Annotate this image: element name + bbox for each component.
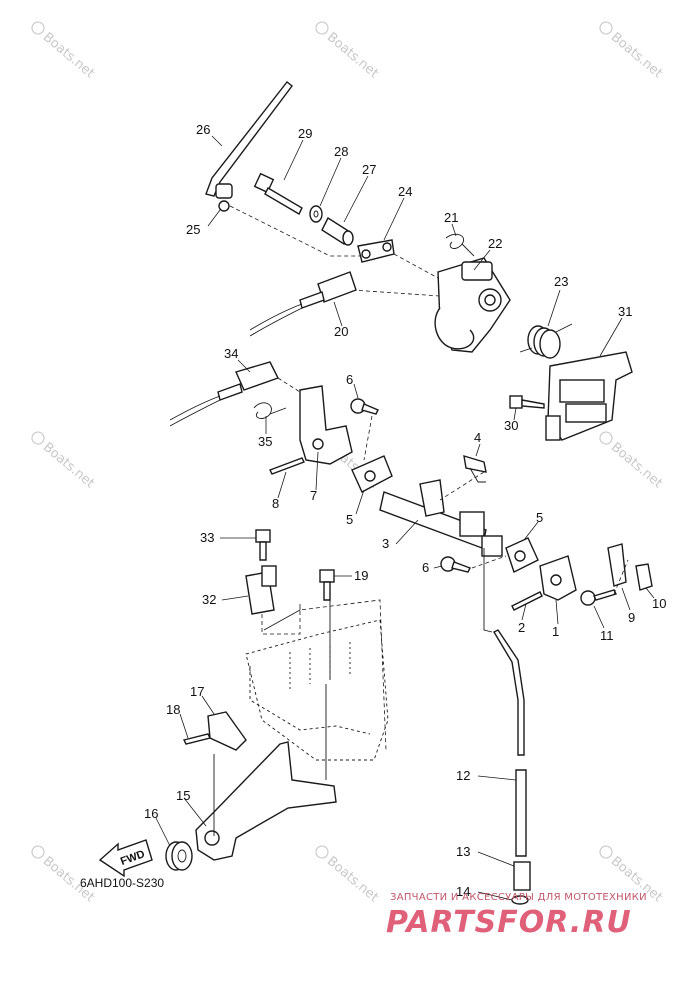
part-bolt: [350, 398, 379, 415]
part-bolt: [440, 556, 471, 573]
part-grommet: [165, 841, 193, 871]
part-clip: [253, 402, 287, 419]
part-nut-tube: [513, 861, 531, 891]
callout-13: 13: [456, 844, 470, 859]
part-shift-arm: [195, 741, 337, 861]
callout-16: 16: [144, 806, 158, 821]
part-spring: [519, 323, 573, 359]
callout-2: 2: [518, 620, 525, 635]
callout-25: 25: [186, 222, 200, 237]
watermark: Boats.net: [608, 30, 665, 81]
part-pad: [635, 563, 653, 591]
callout-10: 10: [652, 596, 666, 611]
part-bolt: [509, 395, 545, 409]
part-throttle-cam: [434, 257, 511, 353]
callout-18: 18: [166, 702, 180, 717]
callout-22: 22: [488, 236, 502, 251]
callout-6: 6: [346, 372, 353, 387]
callout-20: 20: [334, 324, 348, 339]
callout-19: 19: [354, 568, 368, 583]
callout-29: 29: [298, 126, 312, 141]
part-bracket: [545, 351, 633, 441]
part-bolt: [580, 589, 617, 606]
callout-15: 15: [176, 788, 190, 803]
callout-3: 3: [382, 536, 389, 551]
fwd-arrow-icon: FWD: [98, 839, 153, 878]
callout-30: 30: [504, 418, 518, 433]
callout-34: 34: [224, 346, 238, 361]
part-collar: [505, 537, 539, 573]
part-shift-lever: [299, 385, 353, 465]
callout-4: 4: [474, 430, 481, 445]
store-banner-text: ЗАПЧАСТИ И АКСЕССУАРЫ ДЛЯ МОТОТЕХНИКИ: [390, 892, 647, 903]
part-pin: [269, 457, 305, 475]
callout-11: 11: [600, 628, 614, 643]
callout-28: 28: [334, 144, 348, 159]
engine-block-outline: [245, 599, 389, 780]
part-collar: [351, 455, 393, 493]
callout-21: 21: [444, 210, 458, 225]
part-bolt: [319, 569, 335, 601]
callout-17: 17: [190, 684, 204, 699]
leader-lines: [155, 135, 655, 901]
part-throttle-rod: [205, 81, 293, 197]
callout-35: 35: [258, 434, 272, 449]
watermark: Boats.net: [324, 854, 381, 905]
part-pin: [511, 591, 543, 611]
watermark: Boats.net: [608, 440, 665, 491]
callout-24: 24: [398, 184, 412, 199]
part-link-plate: [357, 239, 395, 263]
part-shift-shaft: [379, 479, 503, 557]
watermark: Boats.net: [40, 440, 97, 491]
callouts: 26 29 28 27 24 21 22 23 31 25 20 34 6 35…: [144, 122, 666, 899]
diagram-code: 6AHD100-S230: [80, 876, 165, 890]
callout-6: 6: [422, 560, 429, 575]
part-collar: [321, 216, 354, 246]
part-washer: [309, 205, 323, 223]
watermark: Boats.net: [324, 30, 381, 81]
callout-5: 5: [536, 510, 543, 525]
callout-31: 31: [618, 304, 632, 319]
part-long-rod: [483, 548, 527, 857]
callout-5: 5: [346, 512, 353, 527]
callout-23: 23: [554, 274, 568, 289]
store-brand-logo[interactable]: PARTSFOR.RU: [386, 905, 632, 940]
part-lever: [539, 555, 577, 601]
part-bolt: [253, 172, 303, 215]
part-rod-end: [215, 183, 233, 212]
callout-33: 33: [200, 530, 214, 545]
callout-8: 8: [272, 496, 279, 511]
part-plate: [607, 543, 627, 587]
callout-32: 32: [202, 592, 216, 607]
callout-27: 27: [362, 162, 376, 177]
part-bolt: [255, 529, 271, 561]
part-bracket: [245, 565, 277, 615]
part-pin: [182, 733, 212, 745]
part-cable-joint: [249, 271, 357, 337]
callout-7: 7: [310, 488, 317, 503]
callout-14: 14: [456, 884, 470, 899]
part-cable-end: [169, 361, 279, 427]
part-clip: [445, 233, 475, 257]
callout-26: 26: [196, 122, 210, 137]
part-clip: [463, 455, 487, 483]
callout-9: 9: [628, 610, 635, 625]
callout-12: 12: [456, 768, 470, 783]
watermark: Boats.net: [40, 30, 97, 81]
part-bracket: [207, 711, 247, 751]
callout-1: 1: [552, 624, 559, 639]
